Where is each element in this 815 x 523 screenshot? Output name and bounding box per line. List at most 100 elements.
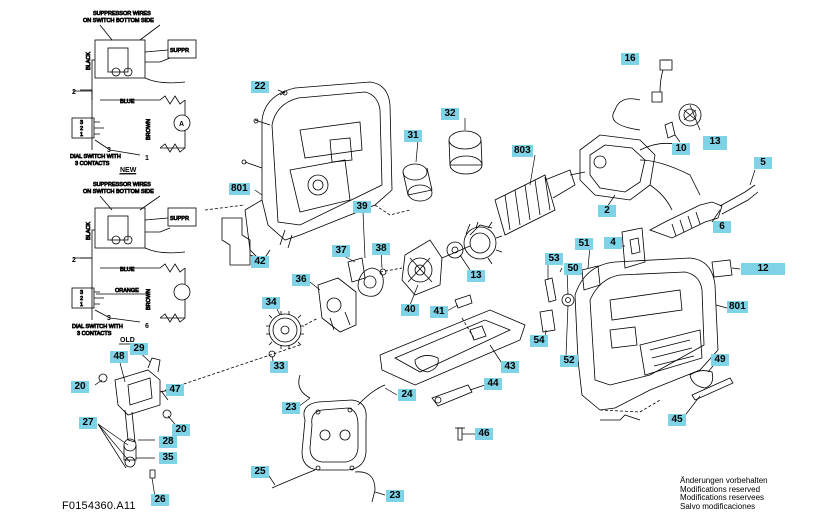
callout-4: 4 <box>604 237 622 249</box>
wiring-new-brown: BROWN <box>146 119 152 140</box>
part-42-pad <box>221 217 251 266</box>
wiring-old-black: BLACK <box>86 222 92 240</box>
callout-801-right: 801 <box>727 301 748 313</box>
callout-37: 37 <box>332 245 350 257</box>
callout-22: 22 <box>251 81 269 93</box>
wiring-new-switch-1: DIAL SWITCH WITH <box>70 154 121 160</box>
cable-5-6 <box>612 98 759 239</box>
callout-46: 46 <box>475 428 493 440</box>
callout-38: 38 <box>372 243 390 255</box>
callout-40: 40 <box>401 304 419 316</box>
callout-41: 41 <box>430 306 448 318</box>
gear-housing-parts <box>317 257 387 333</box>
note-es: Salvo modificaciones <box>680 501 756 511</box>
wiring-new-black: BLACK <box>86 52 92 70</box>
clamp-44-screw-46 <box>431 384 473 441</box>
callout-39: 39 <box>353 201 371 213</box>
callout-801-left: 801 <box>229 183 250 195</box>
wiring-old-title-2: ON SWITCH BOTTOM SIDE <box>83 189 154 195</box>
wiring-diagram-new: SUPPRESSOR WIRES ON SWITCH BOTTOM SIDE S… <box>70 11 197 175</box>
note-fr: Modifications reservees <box>680 493 765 503</box>
callout-24: 24 <box>398 389 416 401</box>
armature-803 <box>441 169 586 265</box>
callout-6: 6 <box>713 221 731 233</box>
wiring-old-version: OLD <box>120 337 135 344</box>
callout-36: 36 <box>292 274 310 286</box>
wiring-diagram-old: SUPPRESSOR WIRES ON SWITCH BOTTOM SIDE S… <box>71 182 197 345</box>
wiring-old-suppr: SUPPR <box>170 216 189 222</box>
housing-left <box>204 81 411 263</box>
svg-text:3: 3 <box>80 120 83 126</box>
bushings-31-32 <box>402 130 483 202</box>
housing-right <box>574 257 719 421</box>
figure-code: F0154360.A11 <box>62 500 136 512</box>
wiring-old-orange: ORANGE <box>115 288 139 294</box>
callout-35: 35 <box>159 452 177 464</box>
callout-47: 47 <box>166 384 184 396</box>
wiring-new-pin-1: 1 <box>145 155 149 162</box>
wiring-old-pin-2: 2 <box>72 257 76 264</box>
svg-text:2: 2 <box>80 296 83 302</box>
wiring-old-switch-1: DIAL SWITCH WITH <box>72 324 123 330</box>
stator-2 <box>579 134 701 211</box>
wiring-old-blue: BLUE <box>120 267 135 273</box>
note-en: Modifications reserved <box>680 484 761 494</box>
callout-2: 2 <box>598 205 616 217</box>
callout-33: 33 <box>270 361 288 373</box>
callout-31: 31 <box>404 130 422 142</box>
wiring-new-pin-2: 2 <box>72 89 76 96</box>
callout-34: 34 <box>262 297 280 309</box>
callout-26: 26 <box>151 494 169 506</box>
wiring-new-title-1: SUPPRESSOR WIRES <box>93 11 151 17</box>
callout-13-cap: 13 <box>703 136 727 150</box>
callout-27: 27 <box>79 417 97 429</box>
svg-text:3: 3 <box>80 290 83 296</box>
callout-48: 48 <box>110 351 128 363</box>
callout-43: 43 <box>501 361 519 373</box>
callout-28: 28 <box>159 436 177 448</box>
callout-53: 53 <box>545 253 563 265</box>
part-13-cap <box>651 59 702 139</box>
callout-20-left: 20 <box>71 381 89 393</box>
gear-34 <box>266 311 319 358</box>
callout-54: 54 <box>530 335 548 347</box>
wiring-new-title-2: ON SWITCH BOTTOM SIDE <box>83 18 154 24</box>
wiring-new-suppr: SUPPR <box>170 48 189 54</box>
callout-52: 52 <box>560 355 578 367</box>
wiring-new-blue: BLUE <box>120 99 135 105</box>
callout-42: 42 <box>251 256 269 268</box>
callout-20-right: 20 <box>172 424 190 436</box>
svg-text:1: 1 <box>80 302 83 308</box>
wiring-new-version: NEW <box>120 167 137 174</box>
wiring-old-pin-6: 6 <box>145 323 149 330</box>
wiring-old-title-1: SUPPRESSOR WIRES <box>93 182 151 188</box>
callout-32: 32 <box>441 108 459 120</box>
wiring-new-pin-3: 3 <box>107 147 111 154</box>
callout-51: 51 <box>575 238 593 250</box>
callout-5: 5 <box>754 157 772 169</box>
note-de: Änderungen vorbehalten <box>680 476 768 485</box>
callout-23-bottom: 23 <box>386 490 404 502</box>
callout-49: 49 <box>711 354 729 366</box>
callout-13-fan: 13 <box>467 270 485 282</box>
wiring-old-brown: BROWN <box>146 289 152 310</box>
callout-50: 50 <box>564 263 582 275</box>
plunger-assembly <box>98 344 301 479</box>
wiring-old-switch-2: 3 CONTACTS <box>77 331 112 337</box>
callout-23-top: 23 <box>282 402 300 414</box>
svg-text:1: 1 <box>80 132 83 138</box>
callout-16: 16 <box>621 53 639 65</box>
callout-25: 25 <box>251 466 269 478</box>
fan-13 <box>379 239 464 296</box>
wiring-new-motor: A <box>179 121 184 128</box>
callout-29: 29 <box>130 343 148 355</box>
svg-text:2: 2 <box>80 126 83 132</box>
callout-45: 45 <box>668 414 686 426</box>
callout-44: 44 <box>484 378 502 390</box>
brush-holder-ring <box>271 374 386 503</box>
callout-12: 12 <box>741 263 785 275</box>
callout-10: 10 <box>672 143 690 155</box>
parts-12-49-45 <box>689 259 734 401</box>
